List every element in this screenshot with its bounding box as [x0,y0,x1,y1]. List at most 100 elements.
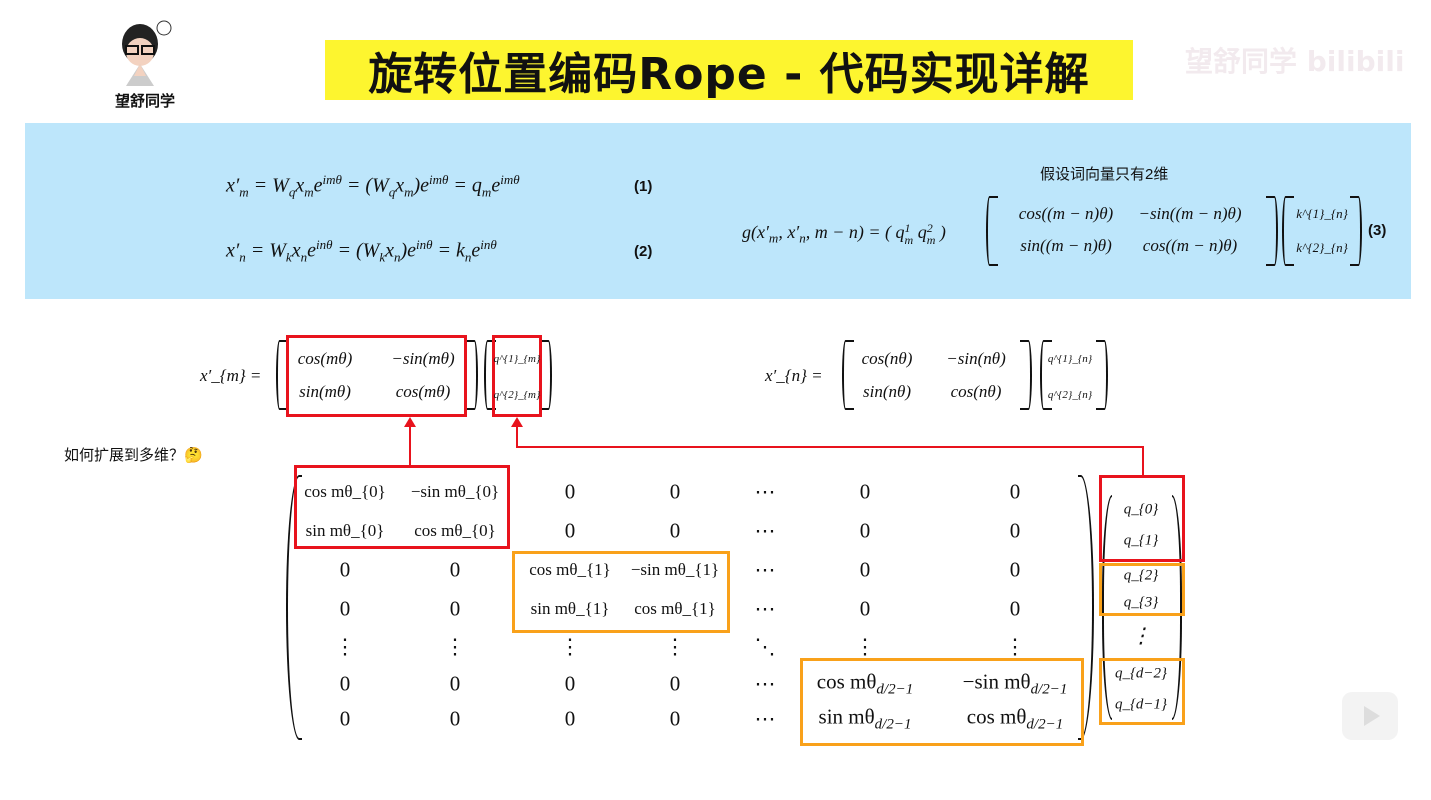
matrix-cell: sin mθd/2−1 [818,704,912,733]
bilibili-watermark: 望舒同学 bilibili [1185,45,1405,78]
rot-m-matrix-highlight [286,335,467,417]
arrow-line [1142,447,1144,475]
matrix-cell: 0 [1009,596,1021,621]
matrix-cell: 0 [449,557,461,582]
block-1-highlight [512,551,730,633]
question-text: 如何扩展到多维？🤔 [64,444,203,465]
bilibili-play-icon[interactable] [1342,692,1398,740]
rot-n-matrix-cell: −sin(nθ) [946,349,1006,368]
q-vector-cell: q_{2} [1123,567,1159,584]
arrow-line [516,424,518,448]
matrix-cell: 0 [339,706,351,731]
rot-n-matrix-cell: cos(nθ) [950,382,1002,401]
matrix-cell: ⋮ [559,634,581,659]
matrix-cell: ⋯ [754,706,776,731]
question-label: 如何扩展到多维？ [64,447,185,464]
matrix-cell: 0 [339,671,351,696]
equation-3-number: (3) [1368,222,1387,239]
rot-m-matrix-cell: cos(mθ) [395,382,451,401]
eq3-vector-cell: k^{1}_{n} [1296,206,1348,221]
right-paren [540,340,552,410]
q-last-highlight [1099,658,1185,725]
matrix-cell: ⋱ [754,634,776,659]
matrix-cell: −sin mθ_{0} [410,482,500,501]
matrix-cell: 0 [564,518,576,543]
matrix-cell: ⋮ [664,634,686,659]
rot-m-matrix-cell: sin(mθ) [299,382,351,401]
rot-n-matrix-cell: cos(nθ) [861,349,913,368]
matrix-cell: sin mθ_{0} [305,521,385,540]
matrix-cell: −sin mθd/2−1 [962,669,1068,698]
left-paren [986,196,998,266]
arrow-line [409,424,411,465]
q-vector-cell: q_{1} [1123,532,1159,549]
right-paren [1266,196,1278,266]
matrix-cell: ⋮ [444,634,466,659]
matrix-cell: 0 [564,479,576,504]
author-avatar [112,20,176,88]
left-paren [1282,196,1294,266]
eq3-vector-cell: k^{2}_{n} [1296,240,1348,255]
matrix-cell: 0 [339,596,351,621]
matrix-cell: cos mθ_{1} [529,560,611,579]
matrix-cell: 0 [449,596,461,621]
rot-m-matrix-cell: cos(mθ) [297,349,353,368]
rot-n-vector-cell: q^{2}_{n} [1047,389,1093,401]
matrix-cell: 0 [859,596,871,621]
matrix-cell: 0 [669,518,681,543]
matrix-cell: 0 [564,706,576,731]
q23-highlight [1099,563,1185,616]
equation-1: x′m = Wqxmeimθ = (Wqxm)eimθ = qmeimθ [226,172,520,200]
matrix-cell: 0 [859,518,871,543]
matrix-cell: 0 [1009,518,1021,543]
matrix-cell: cos mθ_{0} [414,521,496,540]
equation-2-number: (2) [634,243,653,260]
rot-m-vector-highlight [492,335,542,417]
equation-1-number: (1) [634,178,653,195]
matrix-cell: ⋯ [754,557,776,582]
matrix-cell: 0 [1009,479,1021,504]
q-vector-cell: q_{d−2} [1114,665,1168,682]
rot-m-lhs: x′_{m} = [200,366,262,385]
matrix-cell: 0 [859,479,871,504]
rot-m-matrix-cell: −sin(mθ) [391,349,455,368]
matrix-cell: 0 [1009,557,1021,582]
right-paren [466,340,478,410]
matrix-cell: ⋯ [754,479,776,504]
matrix-cell: ⋮ [334,634,356,659]
q-vector-cell: ⋮ [1130,623,1152,648]
matrix-cell: −sin mθ_{1} [630,560,720,579]
rot-n-matrix-cell: sin(nθ) [862,382,912,401]
slide-title: 旋转位置编码Rope - 代码实现详解 [325,40,1133,100]
arrow-up-icon [404,417,416,427]
left-paren [1040,340,1052,410]
matrix-cell: 0 [564,671,576,696]
matrix-cell: 0 [449,671,461,696]
matrix-cell: ⋯ [754,596,776,621]
matrix-cell: ⋮ [1004,634,1026,659]
matrix-cell: ⋮ [854,634,876,659]
rot-n-vector-cell: q^{1}_{n} [1047,353,1093,365]
right-paren [1020,340,1032,410]
left-paren [484,340,496,410]
left-paren [842,340,854,410]
matrix-cell: cos mθd/2−1 [966,704,1064,733]
matrix-cell: 0 [669,671,681,696]
matrix-cell: 0 [449,706,461,731]
author-name: 望舒同学 [114,92,175,110]
formula-panel [25,123,1411,299]
rot-n-lhs: x′_{n} = [765,366,823,385]
q-vector-cell: q_{3} [1123,594,1159,611]
q-vector-cell: q_{d−1} [1114,696,1168,713]
eq3-matrix-cell: sin((m − n)θ) [1020,236,1112,255]
block-last-highlight [800,658,1084,746]
matrix-cell: 0 [859,557,871,582]
left-paren [276,340,288,410]
matrix-cell: 0 [669,479,681,504]
thinking-emoji-icon: 🤔 [184,447,203,464]
matrix-cell: ⋯ [754,518,776,543]
matrix-cell: ⋯ [754,671,776,696]
matrix-cell: 0 [669,706,681,731]
q-vector-cell: q_{0} [1123,501,1159,518]
